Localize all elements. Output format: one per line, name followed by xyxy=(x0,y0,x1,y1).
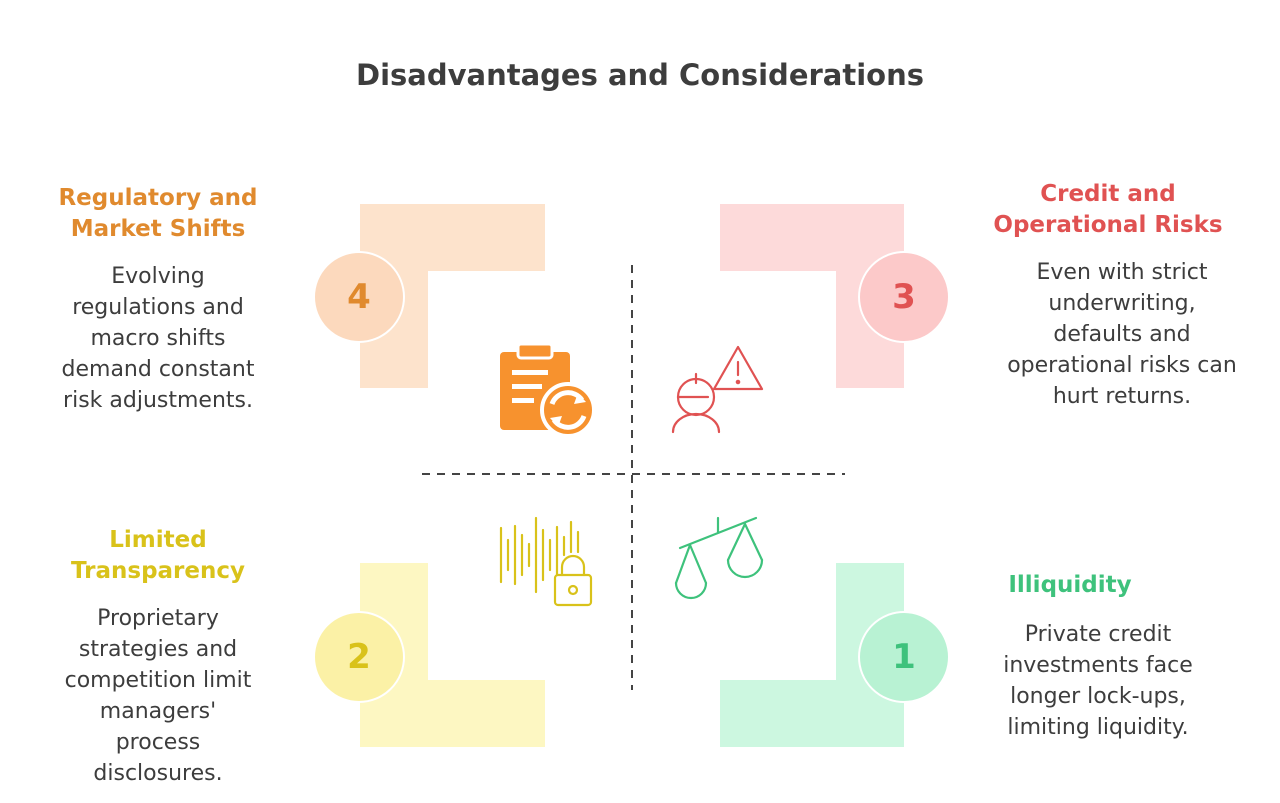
heading-line: Credit and xyxy=(1040,181,1176,207)
description-line: defaults and xyxy=(1053,322,1191,347)
heading-line: Illiquidity xyxy=(1008,572,1132,598)
description-line: disclosures. xyxy=(93,761,223,786)
description-line: underwriting, xyxy=(1048,291,1196,316)
quadrant-2-heading: Limited Transparency xyxy=(22,525,294,587)
heading-line: Limited xyxy=(109,527,207,553)
description-line: strategies and xyxy=(78,637,238,662)
description-line: hurt returns. xyxy=(1052,384,1192,409)
page-title: Disadvantages and Considerations xyxy=(356,58,924,92)
description-line: Evolving xyxy=(111,264,205,289)
heading-line: Operational Risks xyxy=(993,212,1223,238)
quadrant-3-description: Even with strict underwriting, defaults … xyxy=(972,257,1272,412)
description-line: competition limit xyxy=(64,668,252,693)
description-line: Private credit xyxy=(1024,622,1172,647)
description-line: regulations and xyxy=(72,295,244,320)
quadrant-3-shape xyxy=(720,204,904,388)
description-line: longer lock-ups, xyxy=(1010,684,1186,709)
quadrant-1-shape xyxy=(720,563,904,747)
description-line: Proprietary xyxy=(97,606,219,631)
description-line: investments face xyxy=(1003,653,1193,678)
quadrant-2-circle xyxy=(313,611,405,703)
description-line: limiting liquidity. xyxy=(1007,715,1189,740)
quadrant-4-heading: Regulatory and Market Shifts xyxy=(22,183,294,245)
quadrant-3-number: 3 xyxy=(892,277,916,317)
heading-line: Regulatory and xyxy=(58,185,258,211)
quadrant-4-shape xyxy=(360,204,545,388)
balance-scale-icon xyxy=(674,516,764,600)
heading-line: Market Shifts xyxy=(70,216,246,242)
clipboard-refresh-icon xyxy=(500,342,596,438)
description-line: Even with strict xyxy=(1036,260,1208,285)
quadrant-2-description: Proprietary strategies and competition l… xyxy=(22,603,294,789)
quadrant-4-description: Evolving regulations and macro shifts de… xyxy=(22,261,294,416)
quadrant-1-heading: Illiquidity xyxy=(980,570,1160,601)
description-line: macro shifts xyxy=(90,326,226,351)
quadrant-3-heading: Credit and Operational Risks xyxy=(972,179,1244,241)
description-line: managers' xyxy=(99,699,217,724)
quadrant-1-number: 1 xyxy=(892,637,916,677)
description-line: demand constant xyxy=(61,357,255,382)
heading-line: Transparency xyxy=(70,558,246,584)
description-line: operational risks can xyxy=(1007,353,1237,378)
quadrant-3-circle xyxy=(858,251,950,343)
quadrant-4-circle xyxy=(313,251,405,343)
quadrant-1-description: Private credit investments face longer l… xyxy=(972,619,1224,743)
audio-lock-icon xyxy=(499,516,593,607)
description-line: risk adjustments. xyxy=(63,388,253,413)
quadrant-2-shape xyxy=(360,563,545,747)
quadrant-2-number: 2 xyxy=(347,637,371,677)
quadrant-1-circle xyxy=(858,611,950,703)
person-warning-icon xyxy=(671,345,764,434)
description-line: process xyxy=(115,730,201,755)
quadrant-4-number: 4 xyxy=(347,277,371,317)
